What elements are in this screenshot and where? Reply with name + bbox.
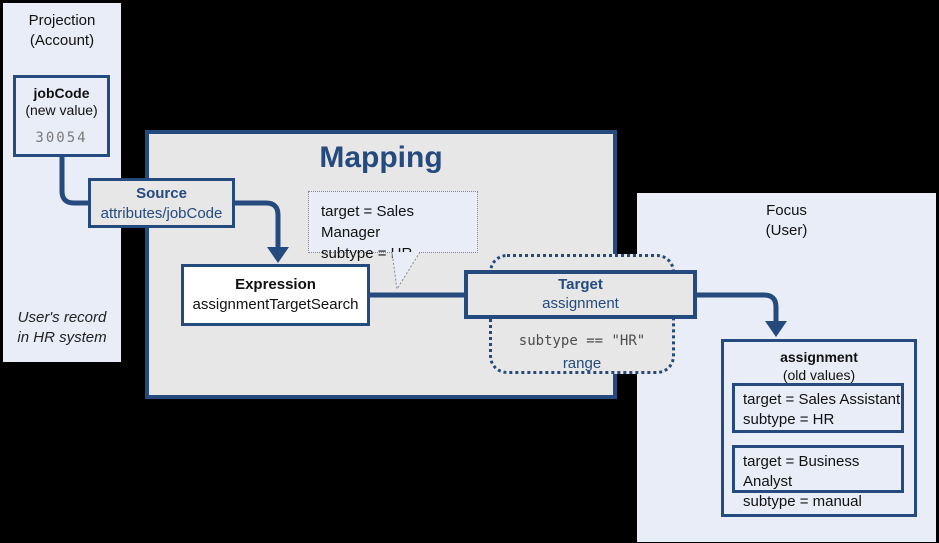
range-label: range (562, 355, 602, 372)
expression-node: Expression assignmentTargetSearch (181, 264, 370, 326)
wire-jobcode-to-source (59, 155, 92, 206)
assignment-value-row: target = Business Analyst subtype = manu… (732, 445, 904, 510)
expression-value: assignmentTargetSearch (192, 296, 359, 313)
target-node: Target assignment (464, 270, 697, 319)
jobcode-name: jobCode (33, 85, 90, 101)
jobcode-subtitle: (new value) (25, 102, 98, 118)
arrowhead-assignment-icon (765, 321, 787, 337)
target-title: Target (558, 276, 603, 293)
source-value: attributes/jobCode (100, 205, 223, 222)
assignment-title: assignment (780, 349, 858, 365)
wire-source-to-expression (233, 200, 281, 249)
source-node: Source attributes/jobCode (88, 178, 235, 228)
wire-target-to-assignment (693, 292, 779, 321)
source-title: Source (136, 185, 187, 202)
target-value: assignment (542, 295, 619, 312)
jobcode-value: 30054 (35, 130, 88, 146)
focus-title: Focus (User) (765, 202, 808, 239)
projection-footnote: User's record in HR system (17, 309, 107, 346)
range-condition: subtype == "HR" (518, 333, 646, 349)
projection-title: Projection (Account) (28, 12, 96, 49)
assignment-value-row: target = Sales Assistant subtype = HR (732, 383, 904, 433)
expression-title: Expression (235, 276, 316, 293)
assignment-subtitle: (old values) (782, 367, 856, 383)
arrowhead-expression-icon (267, 247, 289, 263)
annotation-bubble: target = Sales Manager subtype = HR (308, 191, 478, 262)
assignment-old-values-box: assignment (old values) target = Sales A… (721, 339, 917, 517)
mapping-title: Mapping (319, 141, 443, 174)
jobcode-node: jobCode (new value) 30054 (13, 75, 110, 157)
